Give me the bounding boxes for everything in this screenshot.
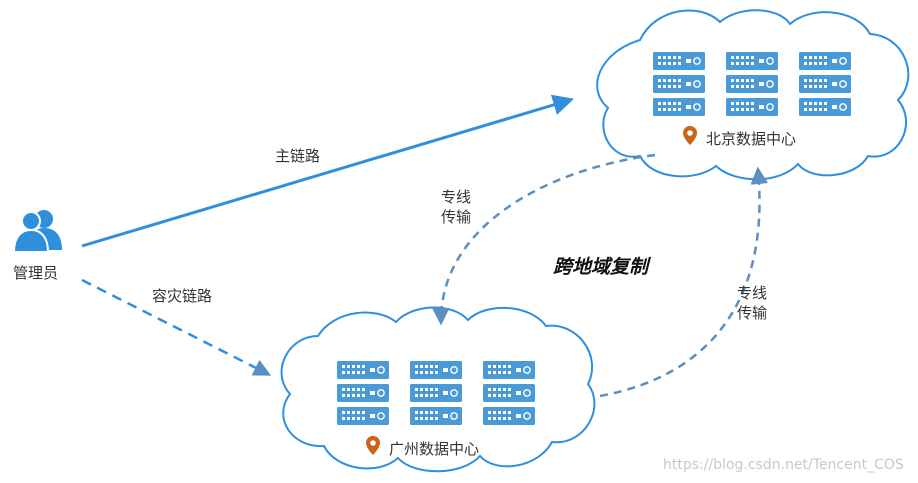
beijing-server-stack-2 [726, 52, 778, 116]
guangzhou-datacenter-label: 广州数据中心 [389, 440, 480, 458]
guangzhou-server-stack-2 [410, 361, 462, 425]
dedicated-line-top-label: 专线 传输 [441, 188, 471, 227]
admin-label: 管理员 [13, 264, 59, 282]
beijing-cloud [596, 9, 910, 181]
beijing-server-stack-3 [799, 52, 851, 116]
dedicated-line-beijing-to-guangzhou [432, 153, 656, 326]
primary-link-label: 主链路 [275, 147, 321, 165]
disaster-recovery-link-arrow [81, 278, 272, 376]
beijing-datacenter-label: 北京数据中心 [706, 130, 797, 148]
users-icon [12, 210, 62, 253]
dedicated-line-top-line2: 传输 [441, 207, 472, 226]
primary-link-arrow [81, 94, 575, 248]
beijing-server-stack-1 [653, 52, 705, 116]
disaster-recovery-link-label: 容灾链路 [152, 287, 213, 305]
dedicated-line-top-line1: 专线 [441, 188, 472, 206]
dedicated-line-guangzhou-to-beijing [599, 166, 768, 398]
diagram-title: 跨地域复制 [553, 256, 649, 278]
watermark-text: https://blog.csdn.net/Tencent_COS [663, 457, 904, 473]
dedicated-line-right-line1: 专线 [737, 284, 768, 302]
guangzhou-server-stack-1 [337, 361, 389, 425]
guangzhou-server-stack-3 [483, 361, 535, 425]
dedicated-line-right-line2: 传输 [737, 303, 768, 322]
dedicated-line-right-label: 专线 传输 [737, 284, 767, 323]
